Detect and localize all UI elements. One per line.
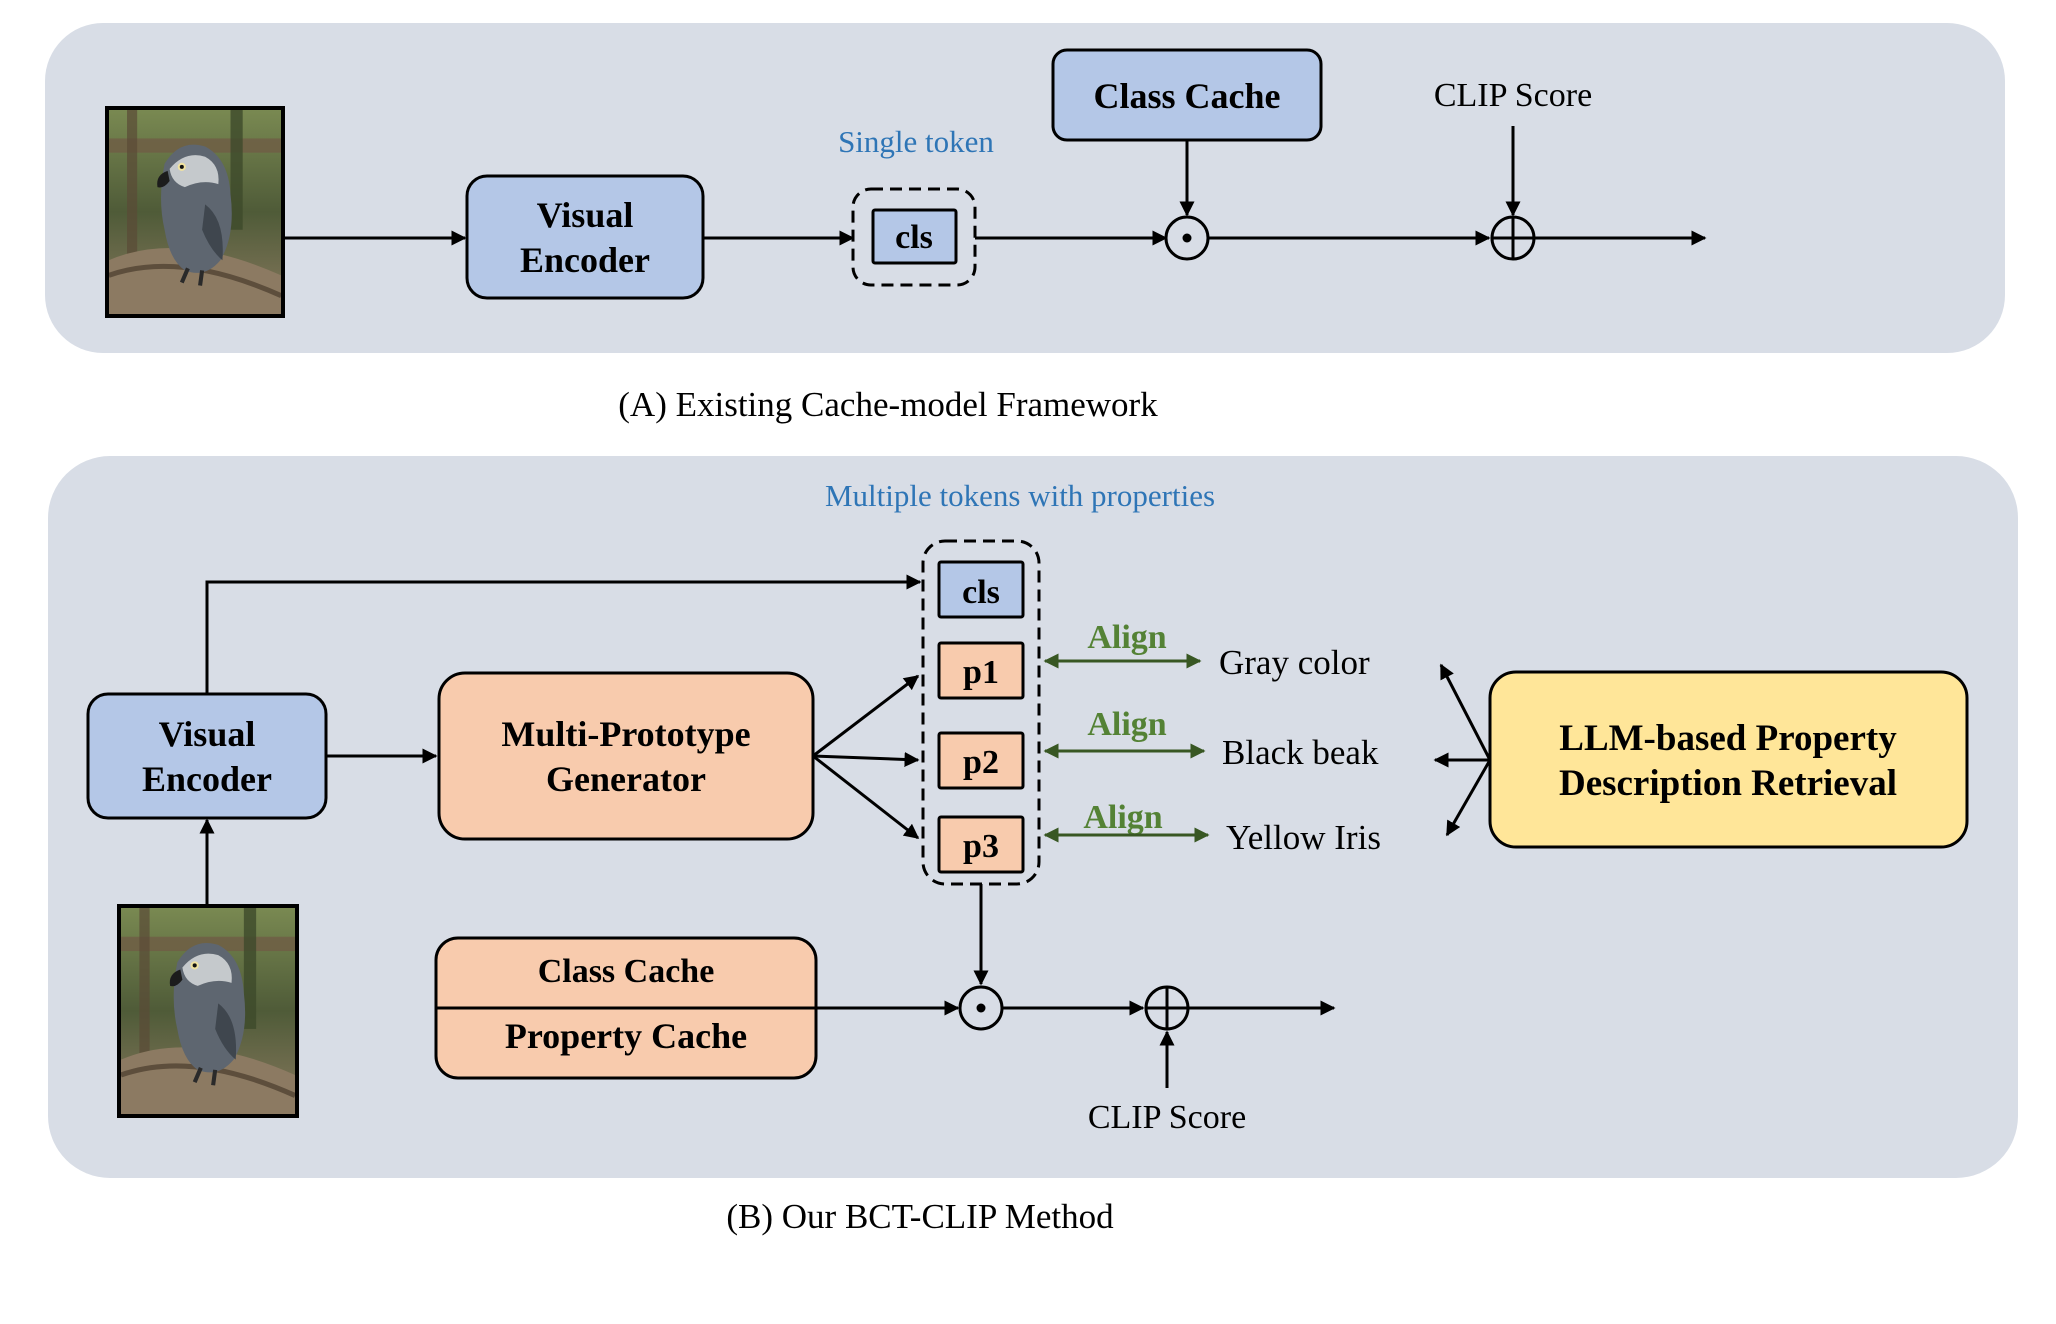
arrow-generator-to-p2 — [812, 751, 920, 767]
align-label-1: Align — [1087, 619, 1166, 656]
token-label-p3: p3 — [963, 828, 999, 865]
generator-label-2: Generator — [546, 759, 706, 799]
visual-encoder-label-bottom-2: Encoder — [142, 759, 272, 799]
token-label-cls: cls — [962, 574, 1000, 611]
clip-score-label-bottom: CLIP Score — [1088, 1099, 1246, 1136]
input-image-bottom — [117, 904, 299, 1118]
generator-label-1: Multi-Prototype — [501, 714, 750, 754]
llm-retrieval-box — [1488, 670, 1969, 849]
property-yellow-iris: Yellow Iris — [1226, 818, 1381, 857]
input-image-top — [105, 106, 285, 318]
clip-score-label-top: CLIP Score — [1434, 77, 1592, 114]
cls-token-top — [871, 208, 958, 265]
align-label-3: Align — [1083, 799, 1162, 836]
arrow-generator-to-p3 — [812, 754, 920, 840]
arrow-llm-to-gray — [1439, 663, 1492, 761]
caption-a: (A) Existing Cache-model Framework — [618, 385, 1158, 424]
property-gray-color: Gray color — [1219, 643, 1370, 682]
visual-encoder-label-top-1: Visual — [537, 195, 634, 235]
cls-token-bottom — [937, 560, 1025, 619]
sum-circle-icon-bottom — [1144, 985, 1190, 1031]
multi-prototype-generator-box — [437, 671, 815, 841]
arrow-llm-to-iris — [1445, 759, 1492, 837]
cls-token-label-top: cls — [895, 219, 933, 256]
single-token-label: Single token — [838, 124, 994, 159]
llm-label-1: LLM-based Property — [1559, 718, 1897, 759]
property-black-beak: Black beak — [1222, 733, 1379, 772]
panel-existing-framework — [45, 23, 2005, 353]
visual-encoder-box-bottom — [86, 692, 328, 820]
token-p2 — [937, 731, 1025, 790]
align-label-2: Align — [1087, 706, 1166, 743]
property-cache-label: Property Cache — [505, 1016, 747, 1056]
class-cache-label-bottom: Class Cache — [538, 953, 715, 990]
llm-label-2: Description Retrieval — [1559, 763, 1897, 804]
visual-encoder-label-bottom-1: Visual — [159, 714, 256, 754]
token-label-p1: p1 — [963, 654, 999, 691]
caption-b: (B) Our BCT-CLIP Method — [726, 1197, 1114, 1236]
token-p1 — [937, 641, 1025, 700]
arrow-encoder-to-cls — [205, 574, 922, 694]
class-cache-label-top: Class Cache — [1094, 76, 1281, 116]
multiple-tokens-label: Multiple tokens with properties — [825, 478, 1215, 513]
token-p3 — [937, 815, 1025, 874]
token-label-p2: p2 — [963, 744, 999, 781]
arrow-generator-to-p1 — [812, 674, 920, 758]
visual-encoder-label-top-2: Encoder — [520, 240, 650, 280]
sum-circle-icon — [1490, 215, 1536, 261]
